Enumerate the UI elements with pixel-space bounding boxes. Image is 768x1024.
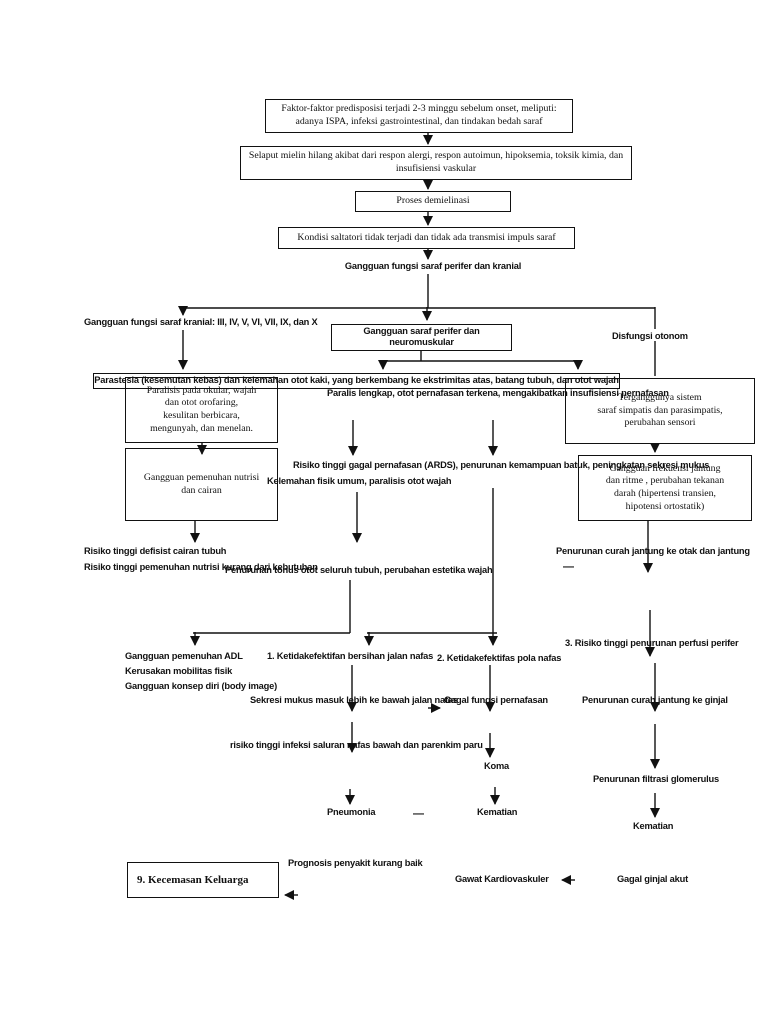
label-penurunan-curah-otak: Penurunan curah jantung ke otak dan jant… xyxy=(556,546,750,556)
box-paralisis-okular: Paralisis pada okular, wajah dan otot or… xyxy=(125,377,278,443)
box-gangguan-nutrisi-cairan: Gangguan pemenuhan nutrisi dan cairan xyxy=(125,448,278,521)
label-penurunan-filtrasi: Penurunan filtrasi glomerulus xyxy=(593,774,719,784)
label-sekresi-mukus: Sekresi mukus masuk lebih ke bawah jalan… xyxy=(250,695,458,705)
box-parastesia: Parastesia (kesemutan kebas) dan kelemah… xyxy=(93,373,620,389)
label-ketidakefektifan-bersihan: 1. Ketidakefektifan bersihan jalan nafas xyxy=(267,651,434,661)
label-gangguan-konsep-diri: Gangguan konsep diri (body image) xyxy=(125,681,277,691)
dash-curah: — xyxy=(563,561,574,573)
label-gagal-ginjal: Gagal ginjal akut xyxy=(617,874,688,884)
label-kematian-kanan: Kematian xyxy=(633,821,674,831)
box-selaput-mielin: Selaput mielin hilang akibat dari respon… xyxy=(240,146,632,180)
box-faktor-predisposisi: Faktor-faktor predisposisi terjadi 2-3 m… xyxy=(265,99,573,133)
label-gagal-pernafasan: Gagal fungsi pernafasan xyxy=(444,695,548,705)
label-ketidakefektifan-pola: 2. Ketidakefektifas pola nafas xyxy=(437,653,562,663)
box-kecemasan-keluarga: 9. Kecemasan Keluarga xyxy=(127,862,279,898)
label-risiko-defisit-cairan: Risiko tinggi defisist cairan tubuh xyxy=(84,546,227,556)
label-risiko-infeksi: risiko tinggi infeksi saluran nafas bawa… xyxy=(230,740,483,750)
label-gangguan-fungsi-saraf: Gangguan fungsi saraf perifer dan krania… xyxy=(344,261,522,271)
box-kondisi-saltatori: Kondisi saltatori tidak terjadi dan tida… xyxy=(278,227,575,249)
label-penurunan-tonus: Penurunan tonus otot seluruh tubuh, peru… xyxy=(225,565,493,575)
label-risiko-ards: Risiko tinggi gagal pernafasan (ARDS), p… xyxy=(293,460,710,470)
label-kelemahan-fisik: Kelemahan fisik umum, paralisis otot waj… xyxy=(267,476,452,486)
label-pneumonia: Pneumonia xyxy=(327,807,376,817)
box-gangguan-frekuensi-jantung: Gangguan frekuensi jantung dan ritme , p… xyxy=(578,455,752,521)
box-gangguan-saraf-perifer: Gangguan saraf perifer dan neuromuskular xyxy=(331,324,512,351)
label-koma: Koma xyxy=(484,761,510,771)
label-kerusakan-mobilitas: Kerusakan mobilitas fisik xyxy=(125,666,233,676)
dash-pneumonia: — xyxy=(413,808,424,820)
label-penurunan-curah-ginjal: Penurunan curah jantung ke ginjal xyxy=(582,695,728,705)
label-risiko-perfusi: 3. Risiko tinggi penurunan perfusi perif… xyxy=(565,638,739,648)
label-disfungsi-otonom: Disfungsi otonom xyxy=(612,331,688,341)
label-gangguan-saraf-kranial: Gangguan fungsi saraf kranial: III, IV, … xyxy=(84,317,318,327)
label-prognosis: Prognosis penyakit kurang baik xyxy=(288,858,423,868)
label-kematian-tengah: Kematian xyxy=(477,807,518,817)
box-proses-demielinasi: Proses demielinasi xyxy=(355,191,511,212)
label-gawat-kardiovaskuler: Gawat Kardiovaskuler xyxy=(455,874,549,884)
label-paralis-lengkap: Paralis lengkap, otot pernafasan terkena… xyxy=(327,388,669,398)
box-terganggu-simpatis: Terganggunya sistem saraf simpatis dan p… xyxy=(565,378,755,444)
label-risiko-nutrisi-kurang: Risiko tinggi pemenuhan nutrisi kurang d… xyxy=(84,562,318,572)
label-gangguan-adl: Gangguan pemenuhan ADL xyxy=(125,651,243,661)
